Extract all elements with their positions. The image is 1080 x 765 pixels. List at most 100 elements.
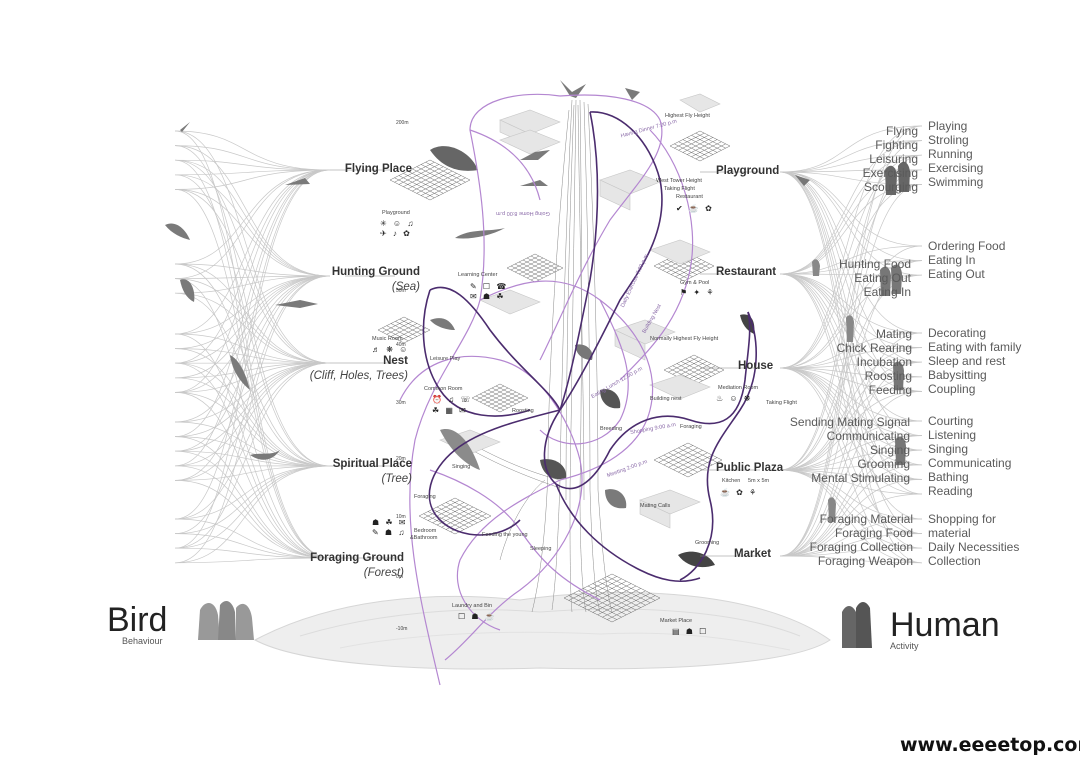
- bird-behaviour-item: Eating Out: [839, 271, 911, 285]
- label-singing: Singing: [452, 464, 470, 470]
- icons-kitchen: ☕ ✿ ⚘: [720, 488, 758, 497]
- bird-behaviour-item: Grooming: [790, 457, 910, 471]
- bird-behaviour-item: Mental Stimulating: [790, 471, 910, 485]
- bird-category: Foraging Ground (Forest): [310, 551, 404, 581]
- silhouettes: [165, 80, 910, 648]
- bird-behaviour-item: Roosting: [837, 369, 912, 383]
- human-activity-item: Collection: [928, 554, 1019, 568]
- terrain: [255, 593, 830, 669]
- label-restaurant: Restaurant: [676, 194, 703, 200]
- human-activity-item: material: [928, 526, 1019, 540]
- label-bathroom: &Bathroom: [410, 535, 438, 541]
- human-title: Human: [890, 607, 1000, 643]
- height-level-label: 30m: [396, 400, 406, 406]
- icons-learning: ✎ ☐ ☎: [470, 282, 508, 291]
- bird-behaviour-item: Hunting Food: [839, 257, 911, 271]
- human-category: Public Plaza: [716, 462, 783, 474]
- bird-title: Bird: [107, 602, 167, 638]
- bird-behaviour-item: Scourging: [863, 180, 918, 194]
- bird-category-title: Foraging Ground: [310, 552, 404, 564]
- label-foraging-right: Foraging: [680, 424, 702, 430]
- height-level-label: 200m: [396, 120, 409, 126]
- bird-category-subtitle: (Forest): [310, 566, 404, 581]
- bird-behaviour-item: Exercising: [863, 166, 918, 180]
- icons-laundry: ☐ ☗ ☕: [458, 612, 497, 621]
- label-mediation: Mediation Room: [718, 385, 758, 391]
- label-kitchen: Kitchen: [722, 478, 740, 484]
- label-foraging-left: Foraging: [414, 494, 436, 500]
- bird-category-title: Nest: [383, 355, 408, 367]
- human-activity-item: Decorating: [928, 326, 1021, 340]
- bird-behaviour-item: Eating In: [839, 285, 911, 299]
- label-music: Music Room: [372, 336, 403, 342]
- human-activity-item: Running: [928, 147, 983, 161]
- icons-bedroom: ☗ ☘ ✉: [372, 518, 408, 527]
- bird-behaviour-item: Incubation: [837, 355, 912, 369]
- label-common: Common Room: [424, 386, 463, 392]
- label-building-nest: Building nest: [650, 396, 682, 402]
- human-activity-item: Babysitting: [928, 368, 1021, 382]
- label-kitchen-size: 5m x 5m: [748, 478, 769, 484]
- height-level-label: 20m: [396, 456, 406, 462]
- bird-behaviour-item: Mating: [837, 327, 912, 341]
- icons-market: ▤ ☗ ☐: [672, 627, 708, 636]
- human-activity-item: Singing: [928, 442, 1011, 456]
- bird-behaviour-item: Foraging Collection: [810, 540, 913, 554]
- bird-behaviour-item: Foraging Food: [810, 526, 913, 540]
- human-activity-item: Coupling: [928, 382, 1021, 396]
- human-category: Restaurant: [716, 266, 776, 278]
- flight-paths-dark: [423, 112, 756, 581]
- bird-behaviour-item: Sending Mating Signal: [790, 415, 910, 429]
- human-activity-item: Eating In: [928, 253, 1005, 267]
- bird-behaviour-group-hunting: Hunting FoodEating OutEating In: [839, 257, 911, 299]
- label-breeding: Breeding: [600, 426, 622, 432]
- icons-common: ⏰ ♫ ☏: [432, 395, 472, 404]
- human-subtitle: Activity: [890, 641, 919, 651]
- human-activity-item: Sleep and rest: [928, 354, 1021, 368]
- label-laundry: Laundry and Bin: [452, 603, 492, 609]
- human-activity-item: Ordering Food: [928, 239, 1005, 253]
- human-category: Playground: [716, 165, 779, 177]
- icons-gym: ⚑ ✦ ⚘: [680, 288, 716, 297]
- human-activity-item: Exercising: [928, 161, 983, 175]
- label-bedroom: Bedroom: [414, 528, 436, 534]
- icons-learning-2: ✉ ☗ ☘: [470, 292, 506, 301]
- icons-restaurant: ✔ ☕ ✿: [676, 204, 714, 213]
- label-gym: Gym & Pool: [680, 280, 709, 286]
- bird-behaviour-item: Singing: [790, 443, 910, 457]
- bird-category-subtitle: (Sea): [332, 280, 420, 295]
- bird-category-subtitle: (Cliff, Holes, Trees): [310, 369, 408, 384]
- label-market-place: Market Place: [660, 618, 692, 624]
- human-activity-item: Reading: [928, 484, 1011, 498]
- height-level-label: 0m: [396, 574, 403, 580]
- human-activity-item: Stroling: [928, 133, 983, 147]
- icons-mediation: ♨ ☺ ❋: [716, 394, 753, 403]
- bird-category-title: Hunting Ground: [332, 266, 420, 278]
- human-category: Market: [734, 548, 771, 560]
- bird-behaviour-item: Flying: [863, 124, 918, 138]
- bird-behaviour-item: Chick Rearing: [837, 341, 912, 355]
- label-west-tower: West Tower Height: [656, 178, 702, 184]
- label-playground: Playground: [382, 210, 410, 216]
- label-leisure: Leisure Play: [430, 356, 460, 362]
- human-activity-item: Listening: [928, 428, 1011, 442]
- bird-connection-lines: [175, 131, 330, 563]
- bird-behaviour-item: Foraging Material: [810, 512, 913, 526]
- human-activity-item: Bathing: [928, 470, 1011, 484]
- bird-behaviour-item: Feeding: [837, 383, 912, 397]
- label-feeding-young: Feeding the young: [482, 532, 528, 538]
- label-taking-flight-1: Taking Flight: [664, 186, 695, 192]
- human-activity-group-restaurant: Ordering FoodEating InEating Out: [928, 239, 1005, 281]
- watermark: www.eeeetop.com: [900, 734, 1080, 756]
- bird-category: Nest (Cliff, Holes, Trees): [310, 354, 408, 384]
- human-category: House: [738, 360, 773, 372]
- human-activity-item: Playing: [928, 119, 983, 133]
- label-normal-fly: Normally Highest Fly Height: [650, 336, 718, 342]
- height-level-label: -10m: [396, 626, 407, 632]
- bird-behaviour-group-foraging: Foraging MaterialForaging FoodForaging C…: [810, 512, 913, 568]
